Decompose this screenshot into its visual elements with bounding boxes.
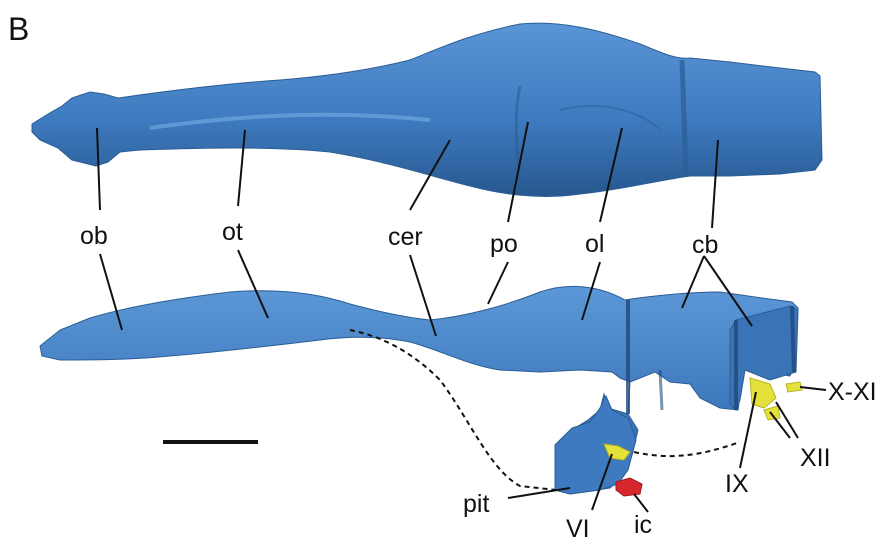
dorsal-view-endocast <box>32 23 822 196</box>
label-x-xi: X-XI <box>828 378 877 406</box>
label-pit: pit <box>463 490 489 518</box>
internal-carotid-artery <box>616 478 642 496</box>
label-ot: ot <box>222 218 243 246</box>
label-po: po <box>490 230 518 258</box>
cranial-nerve-x-xi <box>786 382 802 392</box>
label-ic: ic <box>634 511 652 539</box>
lateral-view-endocast <box>40 286 802 496</box>
label-ix: IX <box>725 470 749 498</box>
label-cb: cb <box>692 231 718 259</box>
label-ob: ob <box>80 222 108 250</box>
label-xii: XII <box>800 444 831 472</box>
label-cer: cer <box>388 223 423 251</box>
panel-letter: B <box>8 11 29 47</box>
label-ol: ol <box>585 230 604 258</box>
label-vi: VI <box>566 515 590 543</box>
reconstructed-outline-rear <box>634 442 740 456</box>
